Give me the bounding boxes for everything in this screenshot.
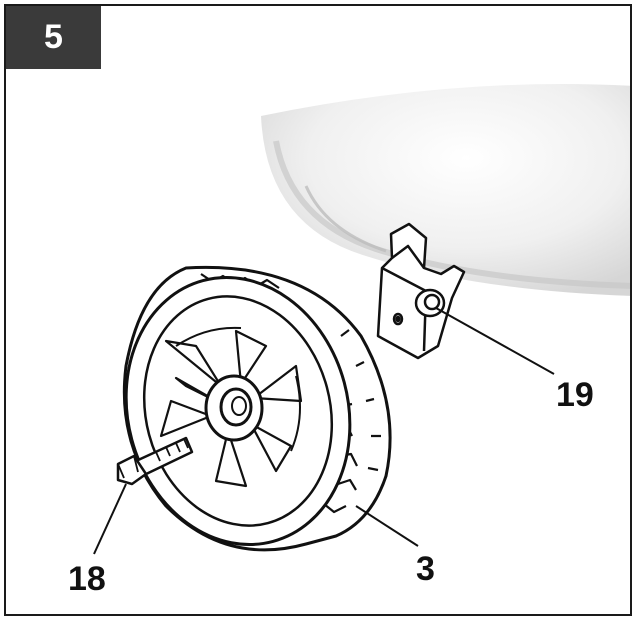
callout-bracket-bolt: 19 (556, 376, 594, 414)
leader-lines (93, 307, 555, 555)
leader-line-19 (435, 307, 555, 375)
bracket-bolt (414, 288, 446, 318)
leader-line-3 (355, 505, 419, 547)
callout-wheel: 3 (416, 550, 435, 588)
callout-axle-bolt: 18 (68, 560, 106, 598)
step-number-badge: 5 (6, 6, 101, 69)
axle-bolt (116, 436, 194, 486)
tank (261, 84, 630, 296)
diagram-frame: 5 (4, 4, 632, 616)
wheel-assembly-illustration (93, 84, 630, 555)
leader-line-18 (93, 483, 127, 555)
wheel (122, 265, 392, 552)
